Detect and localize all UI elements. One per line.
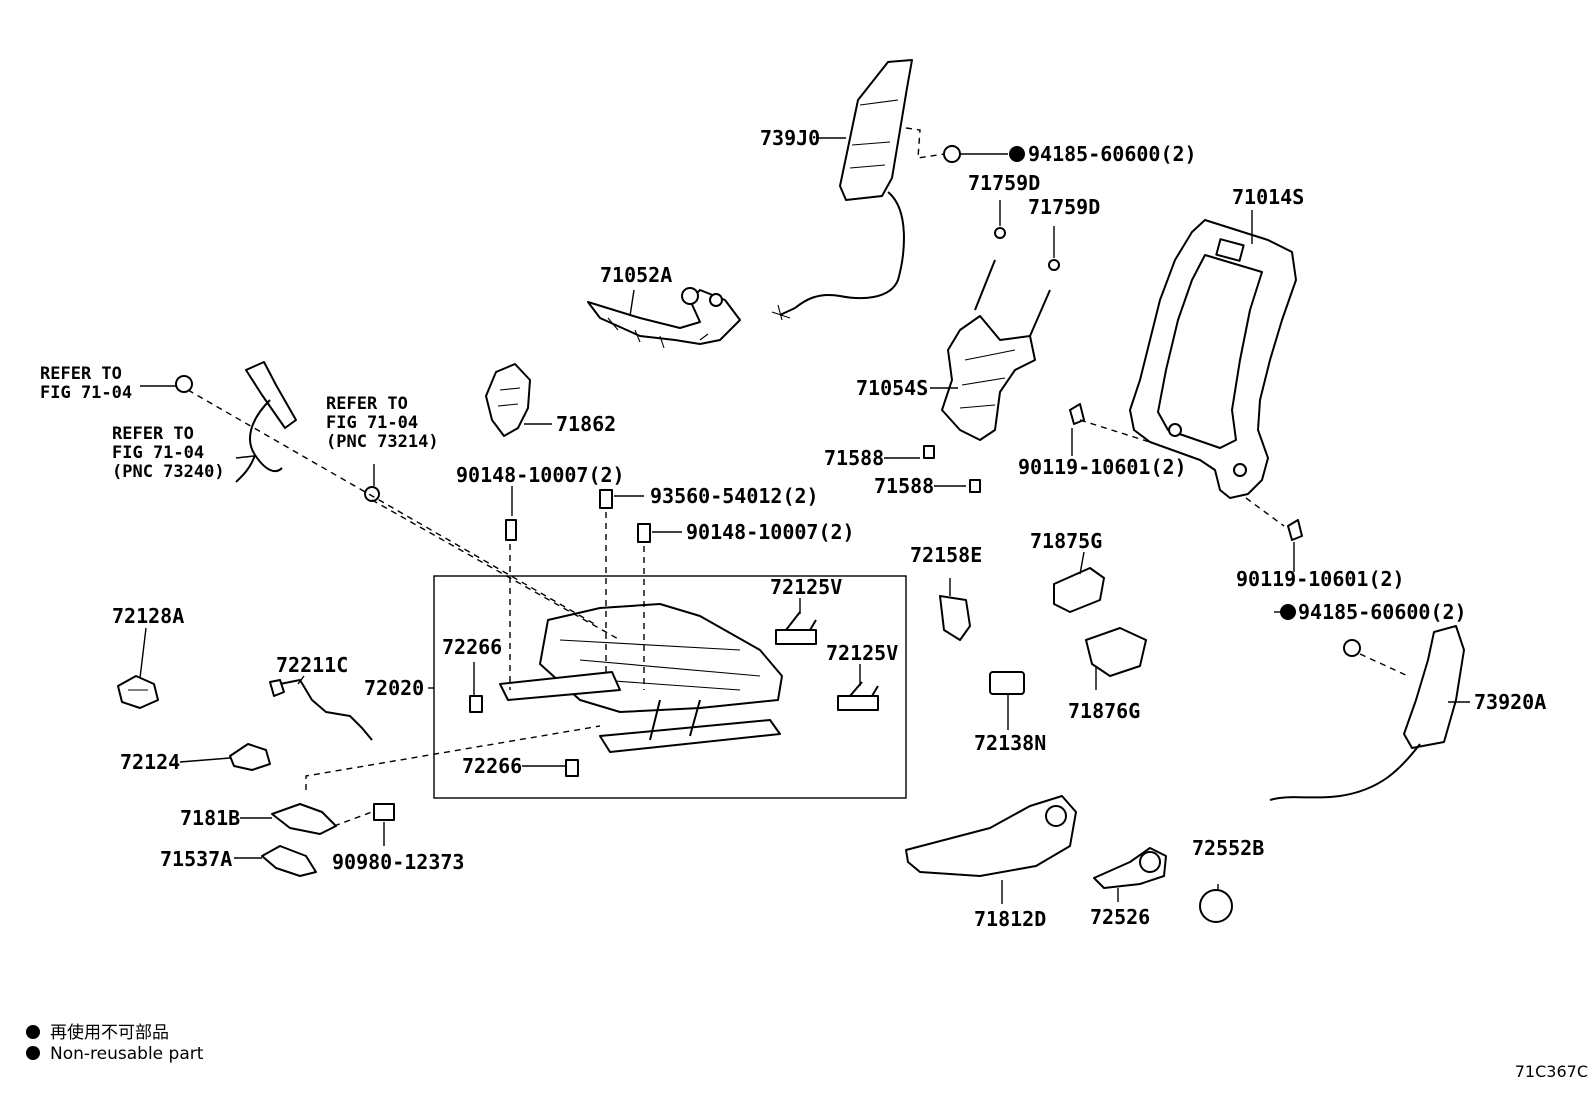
label-71759d-a: 71759D	[968, 171, 1040, 195]
seatback-frame-71014s	[1129, 219, 1297, 499]
label-72266-a: 72266	[442, 635, 502, 659]
ref1-line2: FIG 71-04	[40, 383, 132, 403]
pad-71862	[485, 363, 531, 437]
cover-72158e	[939, 595, 971, 641]
ref3-line1: REFER TO	[326, 394, 408, 414]
latch-72125v-b	[837, 681, 879, 711]
legend-japanese: 再使用不可部品	[26, 1018, 169, 1043]
label-71588-b: 71588	[874, 474, 934, 498]
ref2-line1: REFER TO	[112, 424, 194, 444]
label-71876g: 71876G	[1068, 699, 1140, 723]
shield-71812d	[905, 795, 1077, 877]
wire-harness-71052a	[587, 287, 741, 349]
label-71054s: 71054S	[856, 376, 928, 400]
label-71759d-b: 71759D	[1028, 195, 1100, 219]
clip-72266-a	[469, 695, 483, 713]
ref3-line2: FIG 71-04	[326, 413, 418, 433]
label-90148-a: 90148-10007(2)	[456, 463, 625, 487]
ref2-line3: (PNC 73240)	[112, 462, 225, 482]
seat-track-group-box	[433, 575, 907, 799]
label-90980: 90980-12373	[332, 850, 464, 874]
label-72128a: 72128A	[112, 604, 184, 628]
dashed-guide-lines	[187, 127, 1409, 827]
label-71875g: 71875G	[1030, 529, 1102, 553]
ref3-line3: (PNC 73214)	[326, 432, 439, 452]
legend-english: Non-reusable part	[26, 1044, 203, 1064]
label-72158e: 72158E	[910, 543, 982, 567]
non-reusable-marker-top	[1009, 146, 1025, 162]
label-72020: 72020	[364, 676, 424, 700]
non-reusable-marker-right	[1280, 604, 1296, 620]
label-72124: 72124	[120, 750, 180, 774]
cap-72552b	[1199, 889, 1233, 923]
label-71588-a: 71588	[824, 446, 884, 470]
label-72552b: 72552B	[1192, 836, 1264, 860]
label-90119-b: 90119-10601(2)	[1236, 567, 1405, 591]
bracket-7181b	[271, 803, 337, 835]
clip-72266-b	[565, 759, 579, 777]
cable-72211c	[269, 679, 373, 741]
cover-72124	[229, 743, 271, 771]
part-labels: 739J0 94185-60600(2) 71759D 71759D 71014…	[112, 126, 1546, 931]
latch-72125v-a	[775, 611, 817, 645]
connector-90980	[373, 803, 395, 821]
bracket-71875g	[1053, 567, 1105, 613]
label-739j0: 739J0	[760, 126, 820, 150]
cover-71537a	[261, 845, 317, 877]
label-72125v-a: 72125V	[770, 575, 842, 599]
label-94185-top: 94185-60600(2)	[1028, 142, 1197, 166]
label-72526: 72526	[1090, 905, 1150, 929]
label-90119-a: 90119-10601(2)	[1018, 455, 1187, 479]
label-71862: 71862	[556, 412, 616, 436]
seat-belt-buckle	[235, 361, 297, 483]
label-72211c: 72211C	[276, 653, 348, 677]
label-90148-b: 90148-10007(2)	[686, 520, 855, 544]
legend-japanese-text: 再使用不可部品	[50, 1023, 169, 1043]
label-73920a: 73920A	[1474, 690, 1546, 714]
lumbar-support-71054s	[941, 259, 1051, 441]
switch-72138n	[989, 671, 1025, 695]
knob-72526	[1093, 847, 1167, 889]
label-71052a: 71052A	[600, 263, 672, 287]
label-72266-b: 72266	[462, 754, 522, 778]
legend-english-text: Non-reusable part	[50, 1044, 204, 1064]
label-93560: 93560-54012(2)	[650, 484, 819, 508]
ref1-line1: REFER TO	[40, 364, 122, 384]
label-72125v-b: 72125V	[826, 641, 898, 665]
label-71812d: 71812D	[974, 907, 1046, 931]
side-airbag-739j0	[771, 59, 913, 321]
legend-bullet-icon	[26, 1025, 40, 1039]
figure-code: 71C367C	[1514, 1062, 1588, 1081]
side-airbag-73920a	[1269, 625, 1465, 801]
cover-72128a	[117, 675, 159, 709]
label-71537a: 71537A	[160, 847, 232, 871]
label-72138n: 72138N	[974, 731, 1046, 755]
ref2-line2: FIG 71-04	[112, 443, 204, 463]
label-71014s: 71014S	[1232, 185, 1304, 209]
label-94185-right: 94185-60600(2)	[1298, 600, 1467, 624]
seat-track-72020	[499, 603, 783, 753]
label-7181b: 7181B	[180, 806, 240, 830]
fasteners	[175, 145, 1361, 657]
legend-bullet-icon	[26, 1046, 40, 1060]
leader-lines	[139, 137, 1470, 904]
bracket-71876g	[1085, 627, 1147, 677]
reference-notes: REFER TO FIG 71-04 REFER TO FIG 71-04 (P…	[40, 364, 439, 482]
